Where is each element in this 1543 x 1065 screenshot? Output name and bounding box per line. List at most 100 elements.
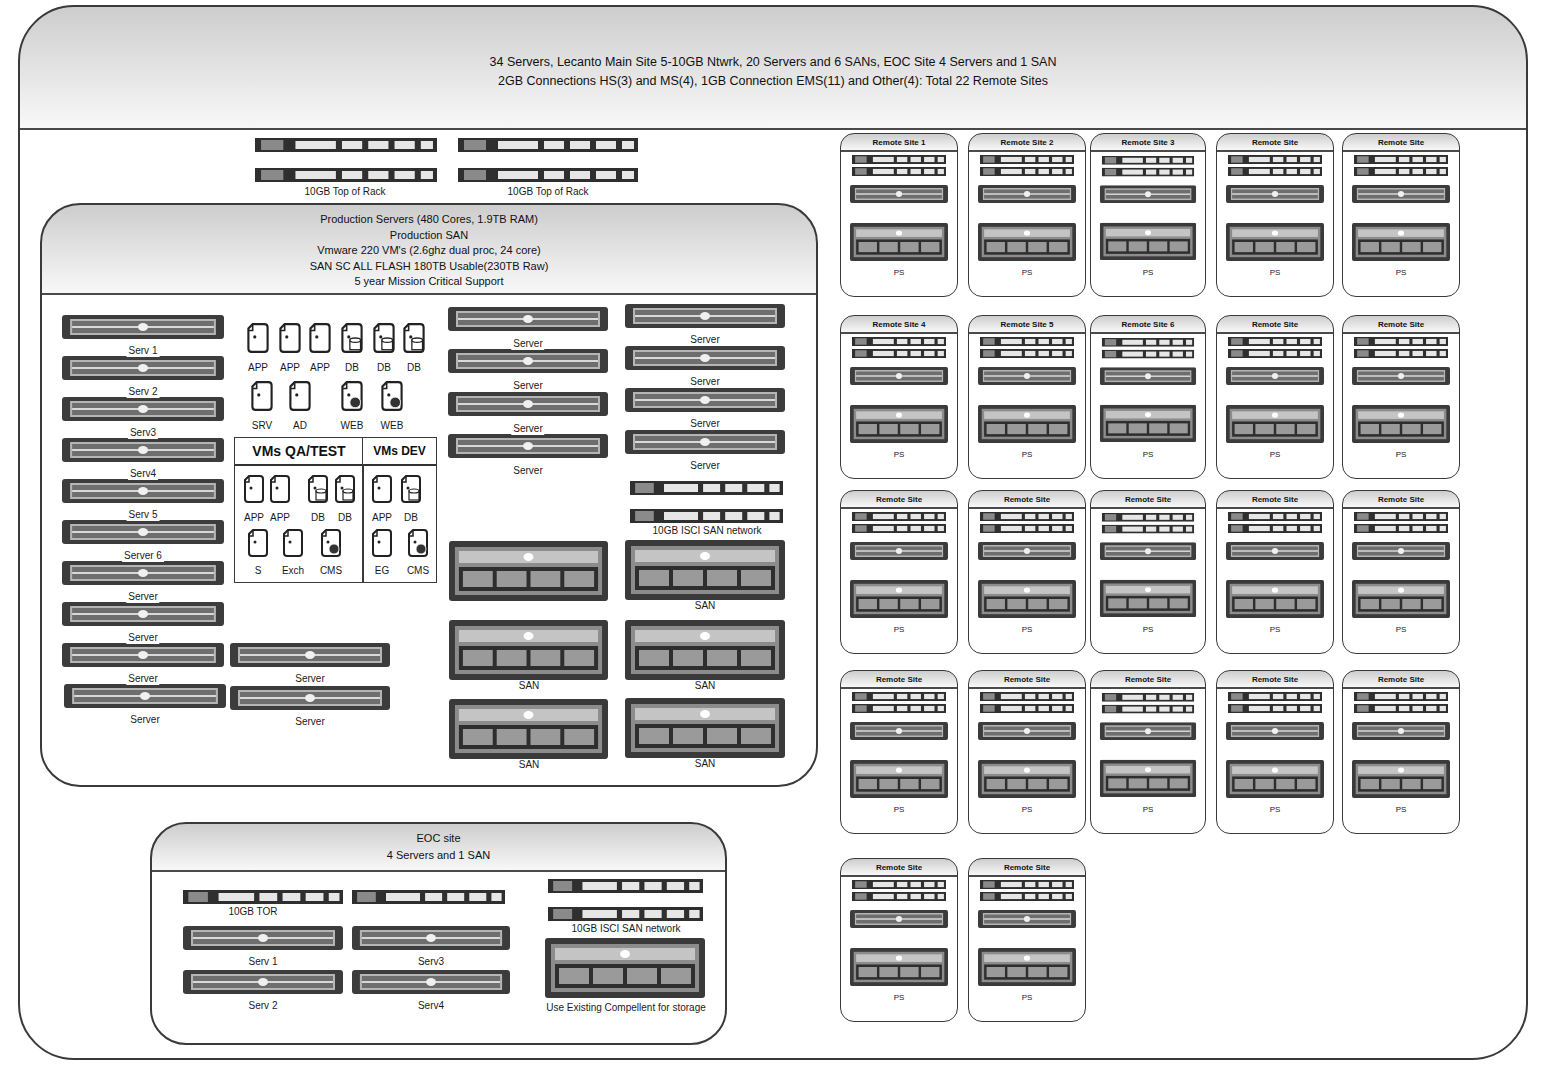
- remote-site: Remote SitePS: [1342, 490, 1460, 654]
- remote-site: Remote Site 1 PS: [840, 133, 958, 297]
- node-title: Remote Site: [1346, 675, 1456, 685]
- node-title: Remote Site 1: [844, 138, 954, 148]
- node-header: Remote Site 4: [841, 316, 957, 332]
- remote-site: Remote SitePS: [1342, 315, 1460, 479]
- node-header: VMs DEV: [363, 438, 436, 464]
- device-label: PS: [969, 805, 1085, 815]
- device-label: PS: [841, 625, 957, 635]
- device-label: PS: [1343, 805, 1459, 815]
- node-title: Remote Site 5: [972, 320, 1082, 330]
- node-title: Remote Site 3: [1094, 138, 1202, 148]
- node-header: Remote Site: [1343, 316, 1459, 332]
- node-detail: 5 year Mission Critical Support: [45, 274, 813, 290]
- node-header: Remote Site: [1217, 491, 1333, 507]
- node-detail: 2GB Connections HS(3) and MS(4), 1GB Con…: [23, 72, 1523, 91]
- device-label: PS: [1343, 450, 1459, 460]
- remote-site: Remote SitePS: [968, 858, 1086, 1022]
- node-title: Remote Site: [1346, 495, 1456, 505]
- remote-site: Remote SitePS: [1342, 670, 1460, 834]
- node-title: Remote Site: [972, 495, 1082, 505]
- site-boundary: 34 Servers, Lecanto Main Site 5-10GB Ntw…: [18, 5, 1528, 1060]
- device-label: PS: [969, 625, 1085, 635]
- device-label: PS: [969, 993, 1085, 1003]
- remote-site: Remote SitePS: [1342, 133, 1460, 297]
- device-label: PS: [1217, 625, 1333, 635]
- device-label: PS: [1217, 450, 1333, 460]
- node-title: Remote Site: [1220, 138, 1330, 148]
- node-header: Remote Site: [1091, 491, 1205, 507]
- node-header: 34 Servers, Lecanto Main Site 5-10GB Ntw…: [20, 7, 1526, 128]
- node-header: VMs QA/TEST: [235, 438, 363, 464]
- node-header: Remote Site: [841, 671, 957, 687]
- node-title: Remote Site: [1220, 320, 1330, 330]
- device-label: PS: [1091, 805, 1205, 815]
- node-header: Remote Site 1: [841, 134, 957, 150]
- remote-site: Remote SitePS: [1216, 670, 1334, 834]
- device-label: PS: [841, 993, 957, 1003]
- node-header: Remote Site: [1343, 134, 1459, 150]
- node-title: Remote Site: [1094, 495, 1202, 505]
- node-header: EOC site4 Servers and 1 SAN: [152, 824, 725, 870]
- node-title: VMs DEV: [366, 444, 433, 459]
- remote-site: Remote SitePS: [1090, 670, 1206, 834]
- node-title: Remote Site: [1220, 495, 1330, 505]
- device-label: PS: [1091, 450, 1205, 460]
- node-header: Remote Site: [1091, 671, 1205, 687]
- node-title: Remote Site: [1346, 138, 1456, 148]
- node-title: Remote Site: [844, 675, 954, 685]
- node-detail: SAN SC ALL FLASH 180TB Usable(230TB Raw): [45, 259, 813, 275]
- node-header: Remote Site: [841, 491, 957, 507]
- node-header: Remote Site: [1343, 671, 1459, 687]
- node-title: EOC site: [155, 830, 722, 847]
- remote-site: Remote SitePS: [968, 670, 1086, 834]
- node-header: Remote Site: [841, 859, 957, 875]
- remote-site: Remote SitePS: [1090, 490, 1206, 654]
- device-label: PS: [1091, 268, 1205, 278]
- device-label: PS: [969, 450, 1085, 460]
- node-header: Remote Site 2: [969, 134, 1085, 150]
- device-label: PS: [969, 268, 1085, 278]
- node-title: Remote Site: [1220, 675, 1330, 685]
- vm-group: VMs DEV: [362, 437, 437, 583]
- node-title: Production Servers (480 Cores, 1.9TB RAM…: [45, 212, 813, 228]
- node-header: Production Servers (480 Cores, 1.9TB RAM…: [42, 205, 816, 293]
- remote-site: Remote SitePS: [1216, 490, 1334, 654]
- node-title: Remote Site 4: [844, 320, 954, 330]
- node-header: Remote Site: [969, 491, 1085, 507]
- node-header: Remote Site: [1217, 671, 1333, 687]
- device-label: PS: [1343, 625, 1459, 635]
- device-label: PS: [1343, 268, 1459, 278]
- node-title: Remote Site 2: [972, 138, 1082, 148]
- remote-site: Remote Site 5 PS: [968, 315, 1086, 479]
- node-header: Remote Site: [1217, 316, 1333, 332]
- node-title: 34 Servers, Lecanto Main Site 5-10GB Ntw…: [23, 53, 1523, 72]
- node-title: Remote Site: [844, 863, 954, 873]
- node-header: Remote Site 6: [1091, 316, 1205, 332]
- remote-site: Remote SitePS: [840, 858, 958, 1022]
- remote-site: Remote SitePS: [1216, 133, 1334, 297]
- node-title: Remote Site: [1094, 675, 1202, 685]
- node-header: Remote Site 3: [1091, 134, 1205, 150]
- node-title: Remote Site: [1346, 320, 1456, 330]
- node-title: Remote Site: [844, 495, 954, 505]
- vm-group: VMs QA/TEST: [234, 437, 364, 583]
- device-label: PS: [841, 805, 957, 815]
- device-label: PS: [1217, 268, 1333, 278]
- remote-site: Remote SitePS: [840, 670, 958, 834]
- node-detail: Vmware 220 VM's (2.6ghz dual proc, 24 co…: [45, 243, 813, 259]
- remote-site: Remote Site 6 PS: [1090, 315, 1206, 479]
- node-header: Remote Site 5: [969, 316, 1085, 332]
- device-label: PS: [841, 268, 957, 278]
- node-header: Remote Site: [969, 859, 1085, 875]
- production-cluster: Production Servers (480 Cores, 1.9TB RAM…: [40, 203, 818, 787]
- node-title: Remote Site: [972, 675, 1082, 685]
- eoc-site: EOC site4 Servers and 1 SAN: [150, 822, 727, 1045]
- remote-site: Remote Site 3 PS: [1090, 133, 1206, 297]
- node-detail: Production SAN: [45, 228, 813, 244]
- node-header: Remote Site: [1343, 491, 1459, 507]
- device-label: PS: [1217, 805, 1333, 815]
- node-title: Remote Site 6: [1094, 320, 1202, 330]
- remote-site: Remote Site 4PS: [840, 315, 958, 479]
- device-label: PS: [1091, 625, 1205, 635]
- remote-site: Remote SitePS: [968, 490, 1086, 654]
